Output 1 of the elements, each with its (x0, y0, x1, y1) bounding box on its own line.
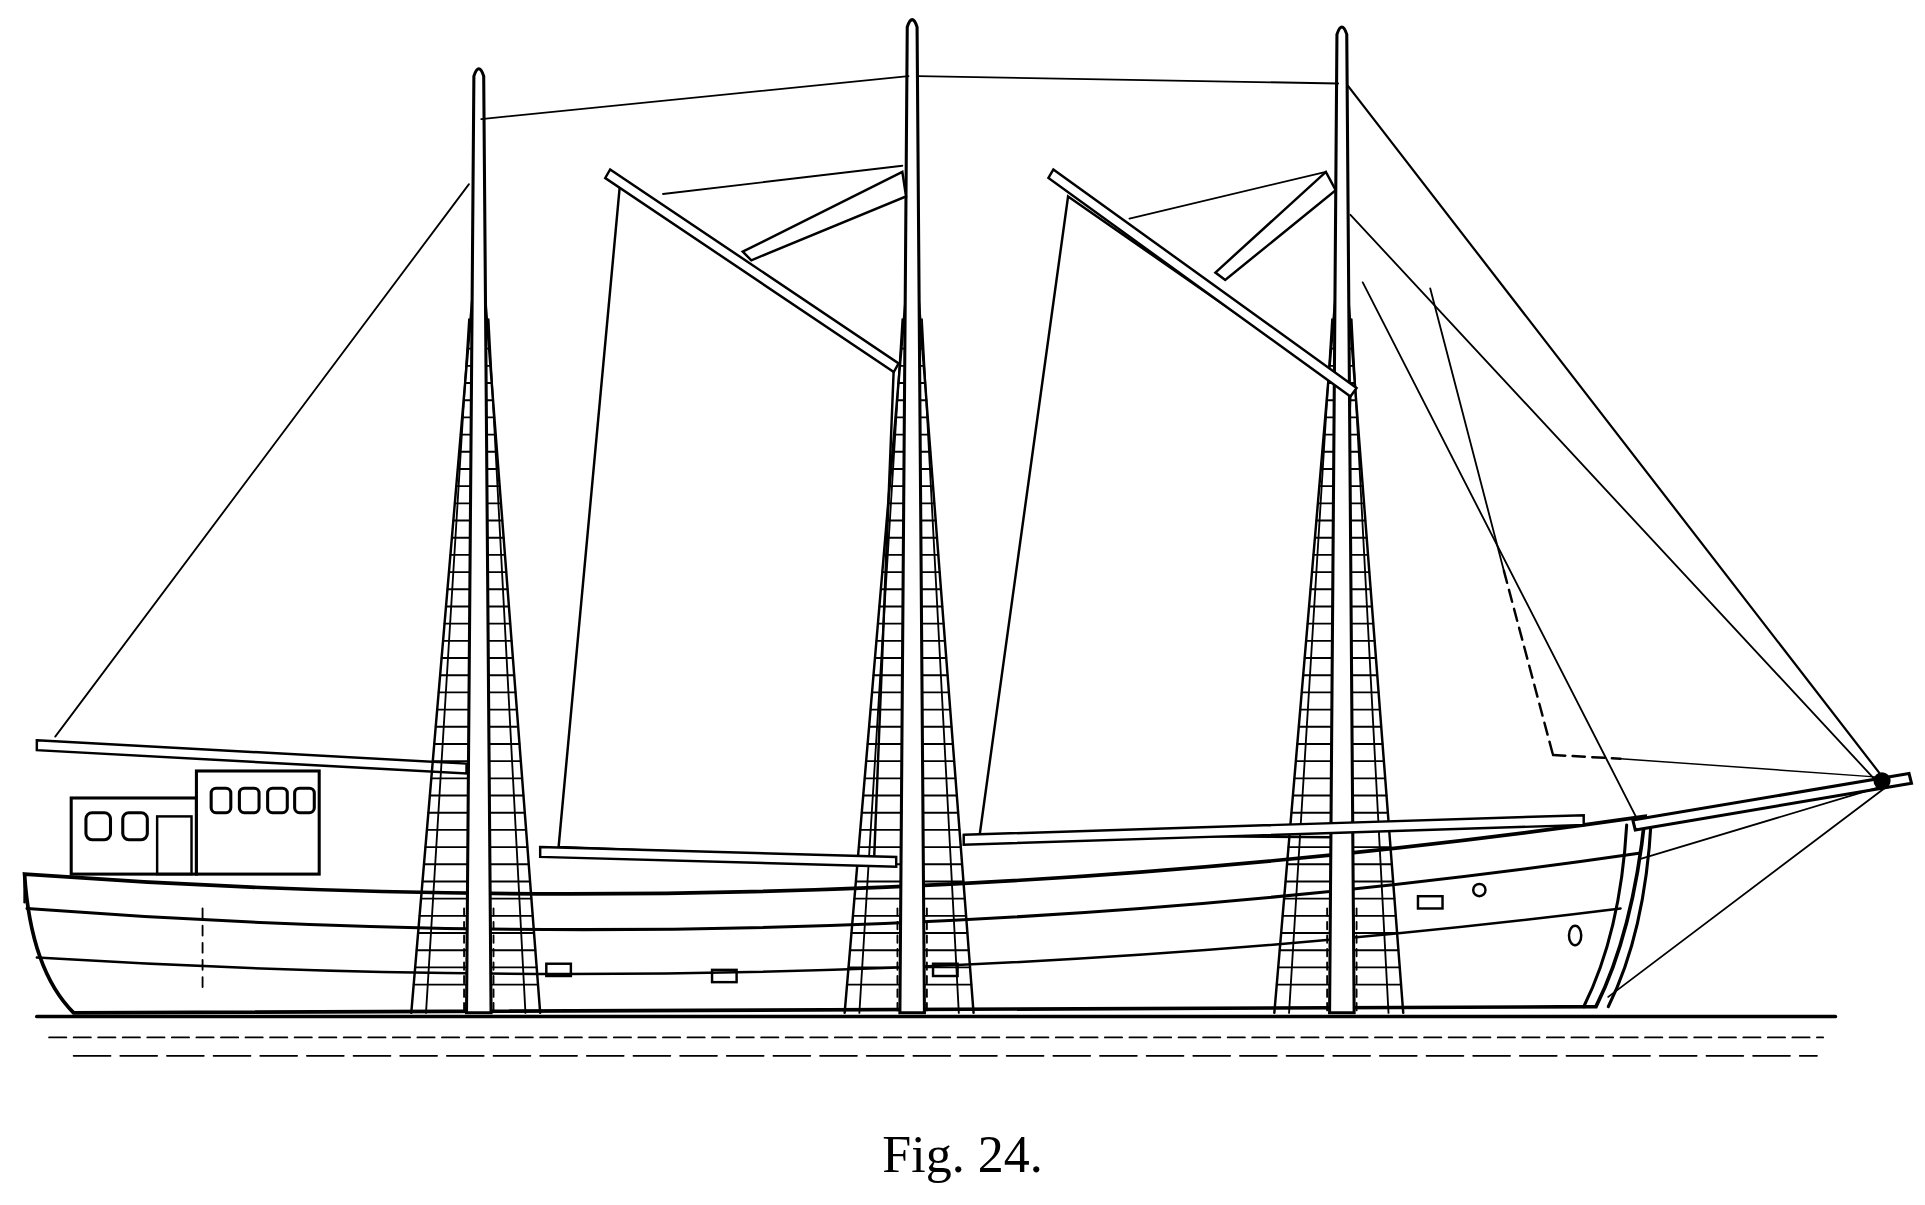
figure-caption: Fig. 24. (882, 1125, 1043, 1184)
